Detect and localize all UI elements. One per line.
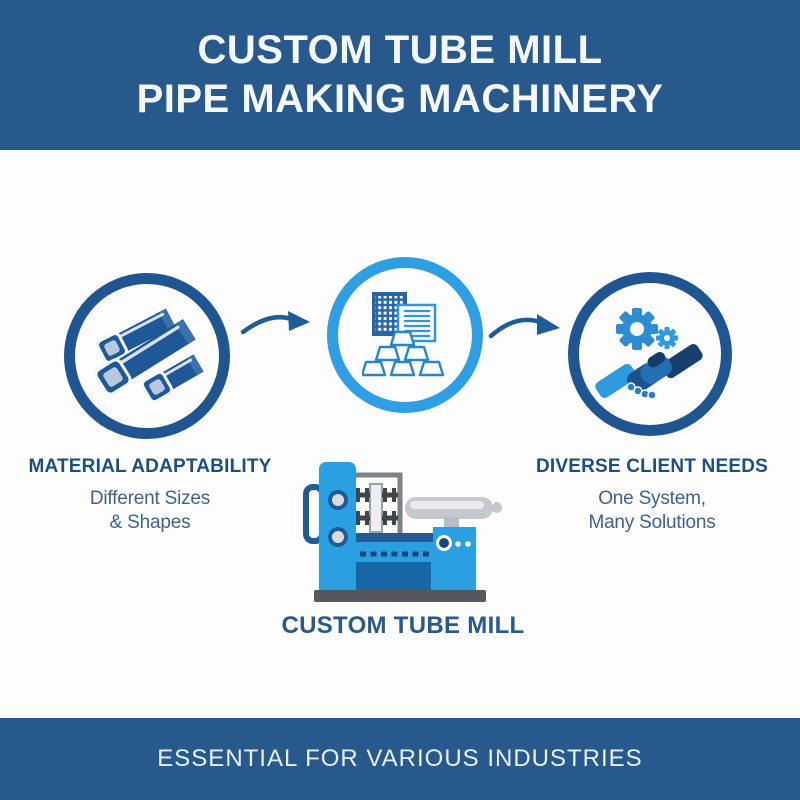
diverse-client-needs-label: DIVERSE CLIENT NEEDS One System, Many So… <box>530 456 774 535</box>
machine-caption: CUSTOM TUBE MILL <box>281 612 525 639</box>
step-subtitle-line2: & Shapes <box>109 511 191 533</box>
tube-mill-machine-illustration <box>303 462 502 602</box>
step-subtitle-line1: Different Sizes <box>89 488 211 509</box>
factory-ingots-document-icon <box>362 292 445 377</box>
step-title: MATERIAL ADAPTABILITY <box>28 456 272 477</box>
circle-material-adaptability <box>64 273 230 439</box>
step-subtitle-line2: Many Solutions <box>588 511 716 533</box>
circle-diverse-client-needs <box>568 272 732 436</box>
step-title: DIVERSE CLIENT NEEDS <box>535 456 769 477</box>
title-line-2: PIPE MAKING MACHINERY <box>136 77 664 121</box>
steel-tubes-icon <box>94 308 204 404</box>
footer-band: ESSENTIAL FOR VARIOUS INDUSTRIES <box>0 718 800 800</box>
header-band: CUSTOM TUBE MILL PIPE MAKING MACHINERY <box>0 0 800 150</box>
circle-production-system <box>327 257 483 413</box>
step-subtitle-line1: One System, <box>598 488 706 509</box>
title-line-1: CUSTOM TUBE MILL <box>197 28 603 72</box>
arrow-right-icon <box>240 311 310 335</box>
gears-handshake-icon <box>595 308 703 400</box>
material-adaptability-label: MATERIAL ADAPTABILITY Different Sizes & … <box>28 456 272 535</box>
footer-text: ESSENTIAL FOR VARIOUS INDUSTRIES <box>157 745 643 772</box>
arrow-right-icon <box>488 314 560 339</box>
